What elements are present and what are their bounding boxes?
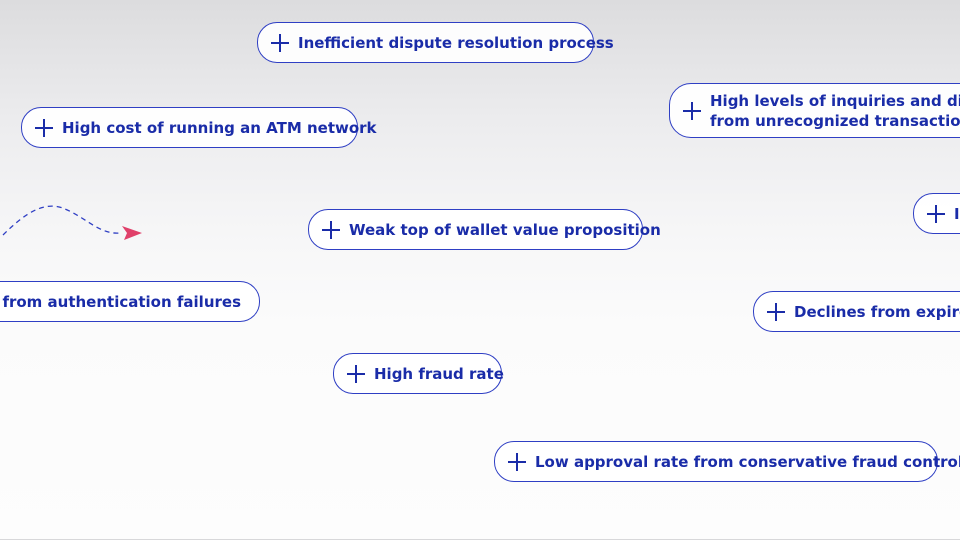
plus-icon bbox=[347, 364, 365, 383]
pill-label: High cost of running an ATM network bbox=[62, 118, 377, 137]
plus-icon bbox=[322, 220, 340, 239]
plus-icon bbox=[927, 204, 945, 223]
dashed-flight-path bbox=[2, 205, 142, 240]
pill-label: High fraud rate bbox=[374, 364, 504, 383]
pill-label: I bbox=[954, 204, 960, 223]
pill-label: Declines from expired bbox=[794, 302, 960, 321]
pill-label: Low approval rate from conservative frau… bbox=[535, 452, 960, 471]
paper-plane-icon bbox=[122, 226, 142, 240]
pill-inquiries-disputes[interactable]: High levels of inquiries and dispu from … bbox=[669, 83, 960, 138]
plus-icon bbox=[683, 101, 701, 120]
pill-approval-rate[interactable]: Low approval rate from conservative frau… bbox=[494, 441, 960, 482]
plus-icon bbox=[767, 302, 785, 321]
pill-label: nes from authentication failures bbox=[0, 292, 241, 311]
pill-label-line-2: from unrecognized transactions bbox=[710, 111, 960, 130]
pill-label: Inefficient dispute resolution process bbox=[298, 33, 614, 52]
pill-atm-cost[interactable]: High cost of running an ATM network bbox=[21, 107, 377, 148]
pill-auth-failures[interactable]: nes from authentication failures bbox=[0, 281, 260, 322]
dashed-curve bbox=[2, 205, 121, 236]
pill-label: Weak top of wallet value proposition bbox=[349, 220, 661, 239]
pill-label-line-1: High levels of inquiries and dispu bbox=[710, 91, 960, 110]
pill-expired-declines[interactable]: Declines from expired bbox=[753, 291, 960, 332]
pill-fraud-rate[interactable]: High fraud rate bbox=[333, 353, 504, 394]
pill-wallet-value[interactable]: Weak top of wallet value proposition bbox=[308, 209, 661, 250]
plus-icon bbox=[508, 452, 526, 471]
pill-label-multiline: High levels of inquiries and dispu from … bbox=[710, 91, 960, 131]
pill-dispute-resolution[interactable]: Inefficient dispute resolution process bbox=[257, 22, 614, 63]
plus-icon bbox=[271, 33, 289, 52]
plus-icon bbox=[35, 118, 53, 137]
pill-partial-right[interactable]: I bbox=[913, 193, 960, 234]
